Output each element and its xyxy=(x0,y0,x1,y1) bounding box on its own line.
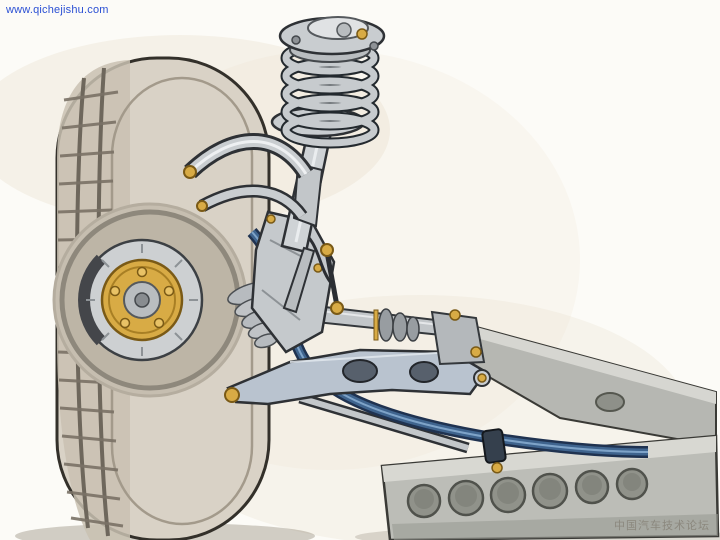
cv-boot-inner xyxy=(373,308,420,342)
subframe-crossmember xyxy=(380,434,720,540)
stabilizer-clamp xyxy=(481,428,507,474)
wheel-studs xyxy=(109,266,175,329)
boot-clamp xyxy=(373,309,379,341)
watermark-site-url: www.qichejishu.com xyxy=(6,4,109,16)
brake-disc xyxy=(78,238,204,362)
radius-rod xyxy=(298,392,470,454)
upper-control-arm xyxy=(183,133,324,228)
stabilizer-end-link xyxy=(320,243,344,315)
disc-edge-shadow xyxy=(78,254,106,346)
coil-spring xyxy=(280,39,380,149)
upper-ball-joint xyxy=(183,165,197,179)
shaft-support-bracket xyxy=(430,309,486,366)
lower-control-arm xyxy=(224,348,491,406)
subframe-upper-beam xyxy=(456,320,717,448)
mount-nut xyxy=(356,28,368,40)
watermark-forum-name: 中国汽车技术论坛 xyxy=(614,519,710,532)
strut-top-mount xyxy=(278,16,386,63)
wheel-hub xyxy=(100,258,184,342)
rear-bushing-bolt xyxy=(477,373,487,383)
lower-ball-joint xyxy=(224,387,240,403)
crossmember-holes xyxy=(406,467,649,519)
